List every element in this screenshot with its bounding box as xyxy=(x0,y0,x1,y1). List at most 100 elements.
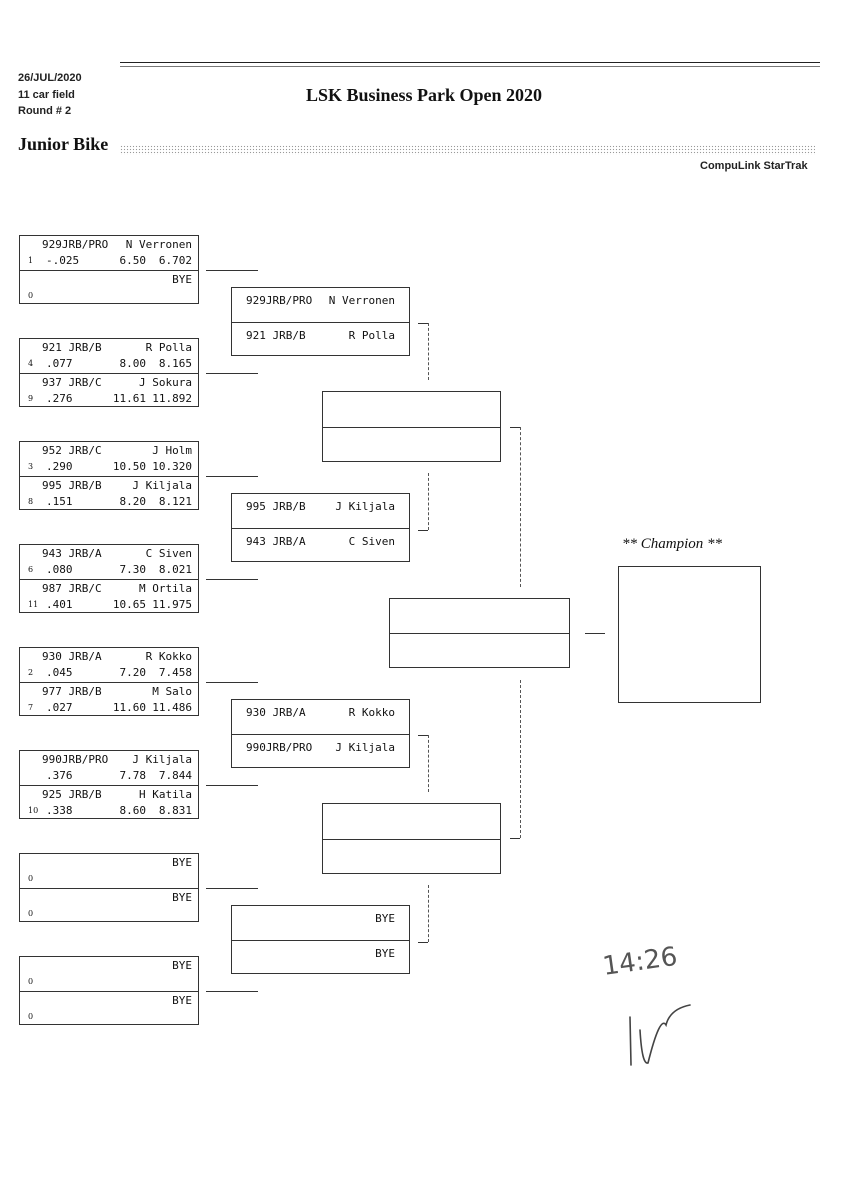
reaction-time: .045 xyxy=(46,666,73,679)
connector xyxy=(510,427,520,428)
car-number: 930 JRB/A xyxy=(42,650,102,663)
seed: 7 xyxy=(28,703,34,712)
reaction-time: .290 xyxy=(46,460,73,473)
seed: 9 xyxy=(28,394,34,403)
round1-match-8: BYE 0 BYE 0 xyxy=(19,956,199,1025)
car-number: 943 JRB/A xyxy=(42,547,102,560)
seed: 0 xyxy=(28,977,34,986)
lane-top: BYE xyxy=(232,906,409,940)
round2-match-4: BYE BYE xyxy=(231,905,410,974)
seed: 10 xyxy=(28,806,39,815)
seed: 0 xyxy=(28,909,34,918)
seed: 1 xyxy=(28,256,34,265)
car-number: 925 JRB/B xyxy=(42,788,102,801)
elapsed-time: 8.00 xyxy=(119,357,147,370)
lane-top: 943 JRB/A C Siven 6 .080 7.30 8.021 xyxy=(20,545,198,579)
field-size: 11 car field xyxy=(18,89,75,101)
event-date: 26/JUL/2020 xyxy=(18,72,82,84)
seed: 11 xyxy=(28,600,39,609)
lane-bottom: 990JRB/PRO J Kiljala xyxy=(232,734,409,768)
run-time: 11.975 xyxy=(152,598,192,611)
round2-match-3: 930 JRB/A R Kokko 990JRB/PRO J Kiljala xyxy=(231,699,410,768)
car-number: 990JRB/PRO xyxy=(246,741,313,754)
driver-name: J Kiljala xyxy=(132,753,192,766)
lane-bottom: BYE 0 xyxy=(20,270,198,304)
lane-bottom: 921 JRB/B R Polla xyxy=(232,322,409,356)
seed: 2 xyxy=(28,668,34,677)
elapsed-time: 8.60 xyxy=(119,804,147,817)
connector xyxy=(206,579,258,580)
connector xyxy=(206,373,258,374)
lane-top: 990JRB/PRO J Kiljala .376 7.78 7.844 xyxy=(20,751,198,785)
driver-name: R Polla xyxy=(348,329,395,342)
round-number: Round # 2 xyxy=(18,105,72,117)
round1-match-7: BYE 0 BYE 0 xyxy=(19,853,199,922)
driver-name: J Holm xyxy=(152,444,192,457)
header-rule-thin xyxy=(120,66,820,67)
round1-match-2: 921 JRB/B R Polla 4 .077 8.00 8.165 937 … xyxy=(19,338,199,407)
round1-match-3: 952 JRB/C J Holm 3 .290 10.50 10.320 995… xyxy=(19,441,199,510)
connector xyxy=(418,530,428,531)
car-number: 990JRB/PRO xyxy=(42,753,109,766)
driver-name: N Verronen xyxy=(328,294,395,307)
driver-name: J Kiljala xyxy=(335,500,395,513)
seed: 8 xyxy=(28,497,34,506)
driver-name: R Polla xyxy=(145,341,192,354)
run-time: 8.831 xyxy=(158,804,192,817)
run-time: 11.892 xyxy=(152,392,192,405)
connector xyxy=(206,785,258,786)
champion-box xyxy=(618,566,761,703)
car-number: 943 JRB/A xyxy=(246,535,306,548)
connector xyxy=(585,633,605,634)
driver-name: J Kiljala xyxy=(132,479,192,492)
run-time: 7.458 xyxy=(158,666,192,679)
car-number: 929JRB/PRO xyxy=(246,294,313,307)
car-number: 921 JRB/B xyxy=(246,329,306,342)
driver-name: J Kiljala xyxy=(335,741,395,754)
round1-match-4: 943 JRB/A C Siven 6 .080 7.30 8.021 987 … xyxy=(19,544,199,613)
car-number: 921 JRB/B xyxy=(42,341,102,354)
lane-bottom: BYE xyxy=(232,940,409,974)
car-number: 937 JRB/C xyxy=(42,376,102,389)
round1-match-6: 990JRB/PRO J Kiljala .376 7.78 7.844 925… xyxy=(19,750,199,819)
lane-top: 930 JRB/A R Kokko xyxy=(232,700,409,734)
reaction-time: .276 xyxy=(46,392,73,405)
car-number: 929JRB/PRO xyxy=(42,238,109,251)
round1-match-1: 929JRB/PRO N Verronen 1 -.025 6.50 6.702… xyxy=(19,235,199,304)
reaction-time: .401 xyxy=(46,598,73,611)
car-number: 952 JRB/C xyxy=(42,444,102,457)
round1-match-5: 930 JRB/A R Kokko 2 .045 7.20 7.458 977 … xyxy=(19,647,199,716)
lane-bottom: 925 JRB/B H Katila 10 .338 8.60 8.831 xyxy=(20,785,198,819)
car-number: 930 JRB/A xyxy=(246,706,306,719)
driver-name: BYE xyxy=(375,912,395,925)
driver-name: BYE xyxy=(172,994,192,1007)
connector xyxy=(428,323,429,380)
driver-name: H Katila xyxy=(139,788,192,801)
lane-bottom: 987 JRB/C M Ortila 11 .401 10.65 11.975 xyxy=(20,579,198,613)
driver-name: BYE xyxy=(375,947,395,960)
driver-name: BYE xyxy=(172,959,192,972)
connector xyxy=(206,682,258,683)
lane-top: 995 JRB/B J Kiljala xyxy=(232,494,409,528)
connector xyxy=(428,735,429,792)
connector xyxy=(510,838,520,839)
seed: 4 xyxy=(28,359,34,368)
elapsed-time: 6.50 xyxy=(119,254,147,267)
brand-label: CompuLink StarTrak xyxy=(700,160,808,172)
lane-top: BYE 0 xyxy=(20,957,198,991)
signature-icon xyxy=(629,1004,691,1066)
run-time: 8.121 xyxy=(158,495,192,508)
run-time: 11.486 xyxy=(152,701,192,714)
reaction-time: .027 xyxy=(46,701,73,714)
connector xyxy=(418,942,428,943)
connector xyxy=(206,991,258,992)
run-time: 10.320 xyxy=(152,460,192,473)
seed: 3 xyxy=(28,462,34,471)
seed: 0 xyxy=(28,1012,34,1021)
lane-bottom: 977 JRB/B M Salo 7 .027 11.60 11.486 xyxy=(20,682,198,716)
car-number: 995 JRB/B xyxy=(42,479,102,492)
driver-name: R Kokko xyxy=(145,650,192,663)
event-title: LSK Business Park Open 2020 xyxy=(305,85,543,105)
seed: 0 xyxy=(28,874,34,883)
driver-name: BYE xyxy=(172,273,192,286)
